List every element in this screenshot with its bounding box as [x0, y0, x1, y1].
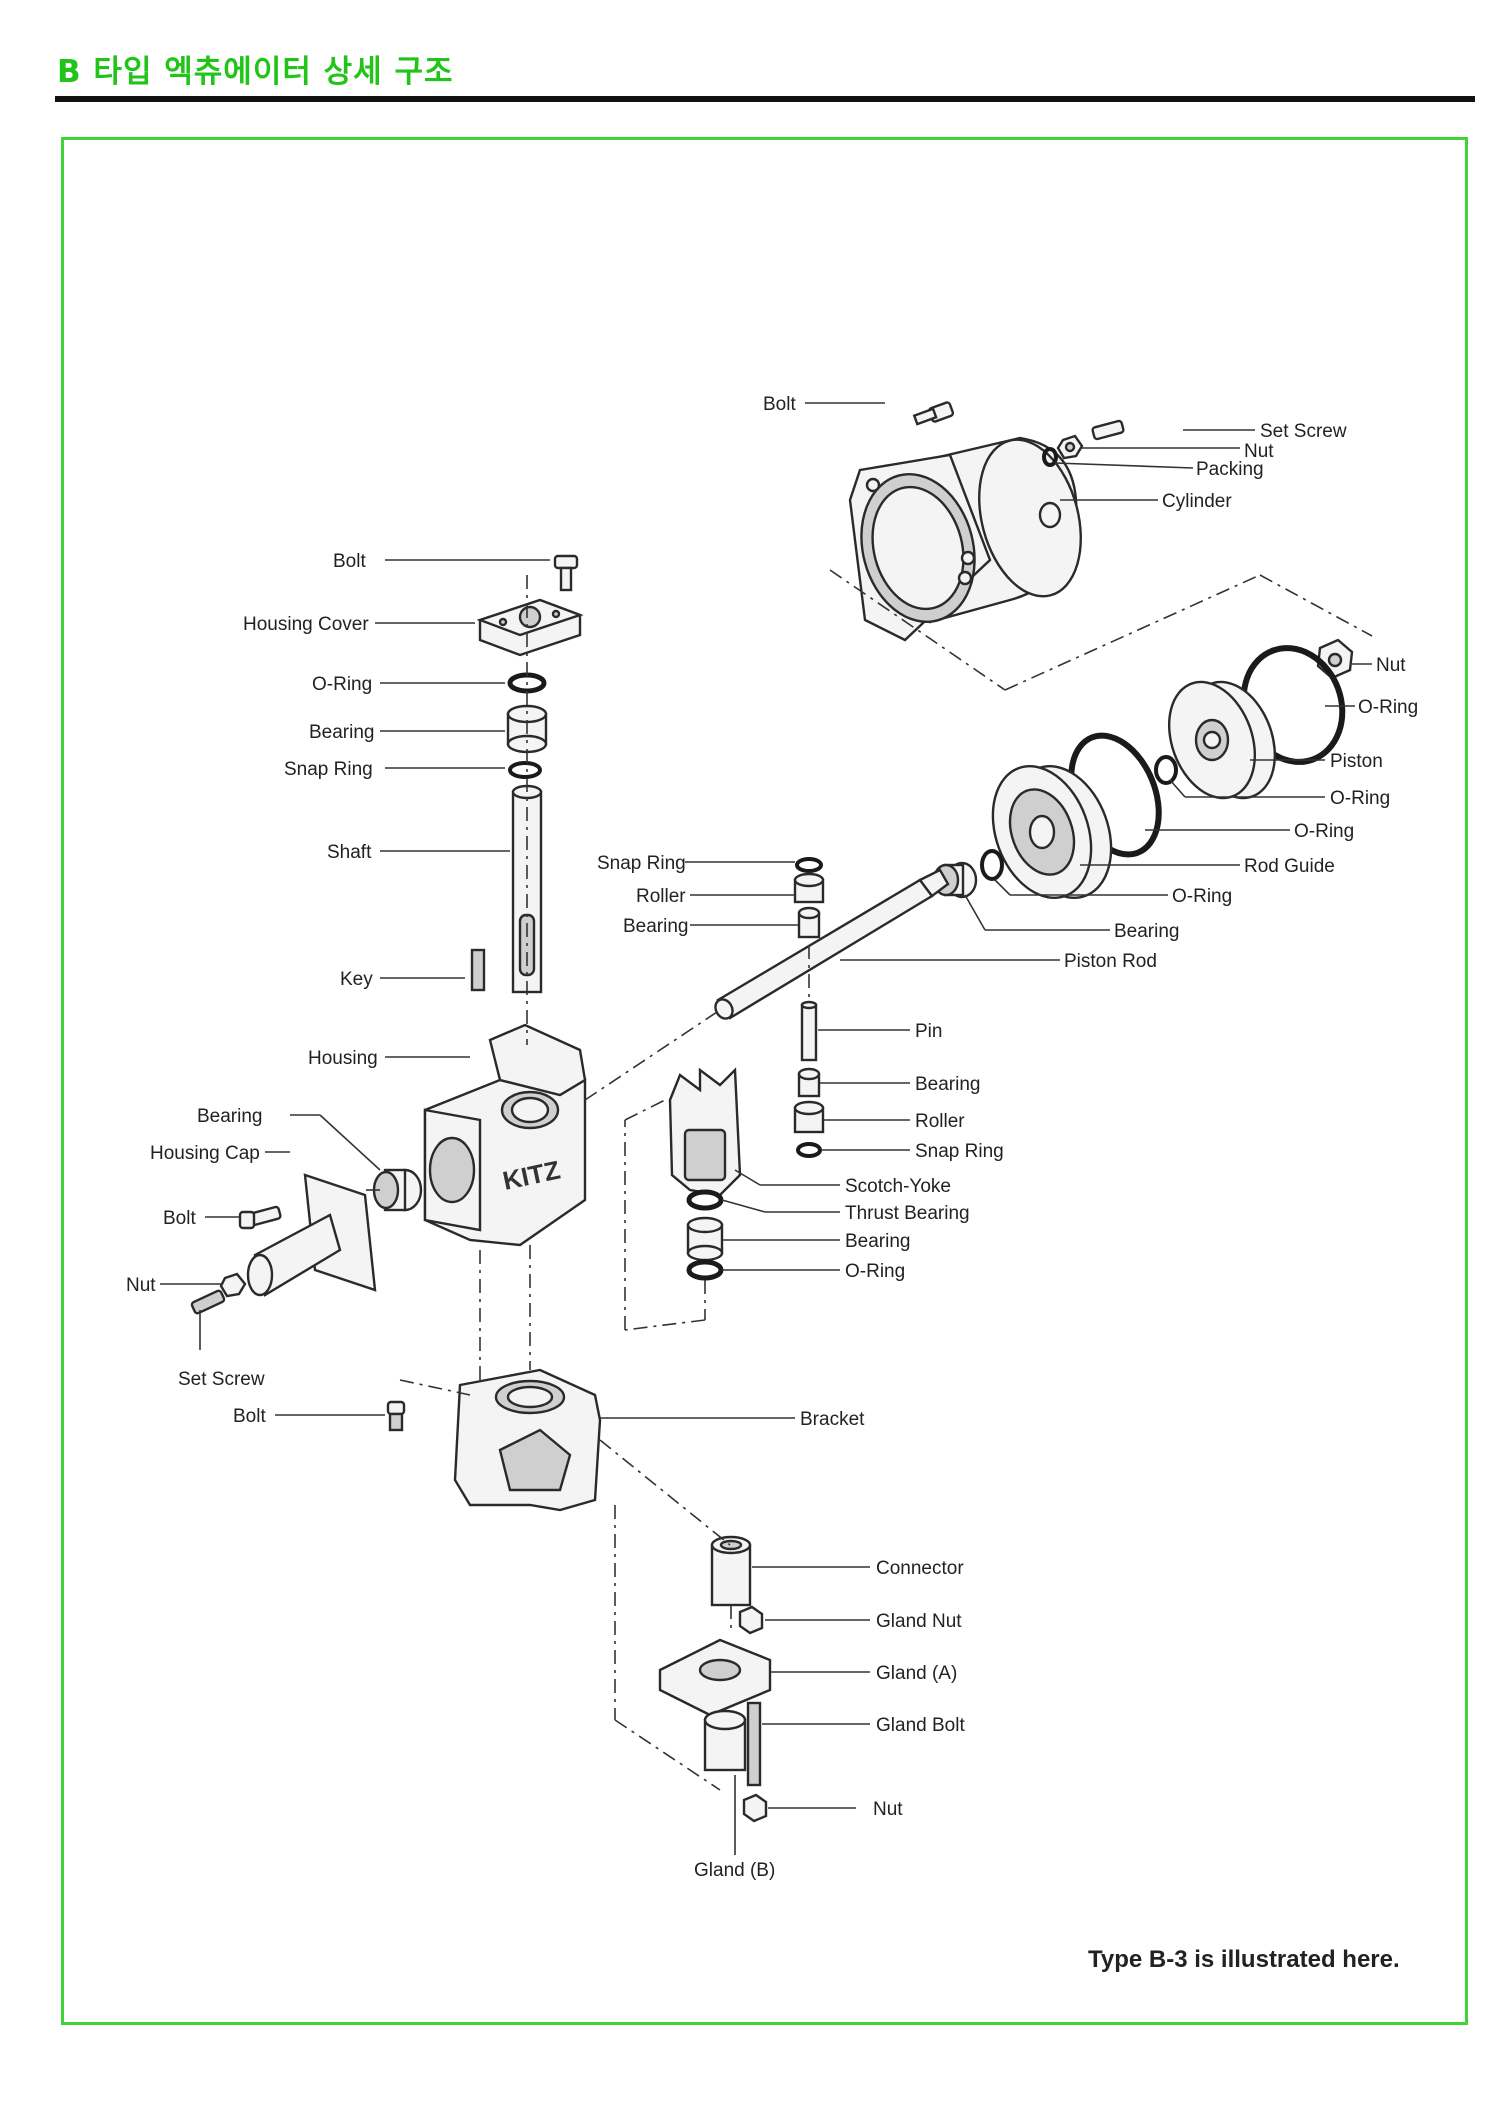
label-gland-nut: Gland Nut — [876, 1611, 962, 1632]
label-snap-ring-roller-top: Snap Ring — [597, 853, 686, 874]
label-shaft: Shaft — [327, 842, 372, 863]
label-housing: Housing — [308, 1048, 378, 1069]
label-snap-ring-bottom: Snap Ring — [915, 1141, 1004, 1162]
gland-a — [658, 1638, 772, 1717]
housing-part: KITZ — [423, 1023, 587, 1247]
piston — [1167, 680, 1277, 800]
housing-cap — [246, 1173, 377, 1297]
nut-gland — [742, 1793, 768, 1823]
pin — [800, 1000, 818, 1062]
snap-ring-shaft — [508, 761, 542, 779]
rod-guide — [991, 764, 1113, 900]
oring-piston-inner — [1154, 755, 1178, 785]
label-rod-guide: Rod Guide — [1244, 856, 1335, 877]
gland-nut — [738, 1605, 764, 1635]
figure-caption: Type B-3 is illustrated here. — [1088, 1946, 1400, 1973]
diagram-frame — [61, 137, 1468, 2025]
bolt-cover — [553, 554, 579, 592]
label-bolt-bracket: Bolt — [233, 1406, 266, 1427]
label-key: Key — [340, 969, 373, 990]
label-cyl-bolt: Bolt — [763, 394, 796, 415]
key — [470, 948, 486, 992]
gland-b — [703, 1709, 747, 1772]
label-bolt-cover: Bolt — [333, 551, 366, 572]
label-gland-b: Gland (B) — [694, 1860, 775, 1881]
part-labels: Bolt Set Screw Nut Packing Cylinder Nut … — [126, 394, 1418, 1881]
label-nut-gland: Nut — [873, 1799, 903, 1820]
label-roller-bottom: Roller — [915, 1111, 965, 1132]
bearing-cap — [372, 1168, 423, 1212]
label-piston-nut: Nut — [1376, 655, 1406, 676]
label-nut-cap: Nut — [126, 1275, 156, 1296]
label-packing: Packing — [1196, 459, 1264, 480]
thrust-bearing — [686, 1189, 724, 1211]
label-bearing-pin: Bearing — [915, 1074, 981, 1095]
cylinder-part — [848, 436, 1082, 642]
label-oring-yoke: O-Ring — [845, 1261, 905, 1282]
set-screw-cap — [190, 1289, 226, 1315]
label-nut-top: Nut — [1244, 441, 1274, 462]
snap-ring-roller-top — [795, 857, 823, 873]
bearing-pin — [797, 1067, 821, 1098]
label-bracket: Bracket — [800, 1409, 865, 1430]
bracket-part — [453, 1368, 602, 1512]
label-connector: Connector — [876, 1558, 964, 1579]
leader-lines — [160, 402, 1372, 1855]
label-roller-top: Roller — [636, 886, 686, 907]
alignment-lines — [360, 569, 1373, 1791]
label-oring-rodguide-inner: O-Ring — [1172, 886, 1232, 907]
label-oring-cover: O-Ring — [312, 674, 372, 695]
bolt-cap — [238, 1205, 282, 1230]
page-title: B 타입 엑츄에이터 상세 구조 — [57, 54, 454, 90]
label-housing-cover: Housing Cover — [243, 614, 369, 635]
roller-bottom — [793, 1100, 825, 1134]
roller-top — [793, 872, 825, 904]
label-piston: Piston — [1330, 751, 1383, 772]
title-rule — [55, 96, 1475, 102]
label-oring-rodguide-outer: O-Ring — [1294, 821, 1354, 842]
label-snap-ring-shaft: Snap Ring — [284, 759, 373, 780]
nut-top — [1056, 434, 1084, 460]
housing-cover — [476, 598, 584, 657]
label-bearing-cover: Bearing — [309, 722, 375, 743]
bearing-yoke — [686, 1216, 724, 1262]
snap-ring-bottom — [796, 1142, 822, 1158]
piston-nut — [1316, 638, 1354, 680]
packing — [1042, 447, 1058, 467]
label-set-screw-top: Set Screw — [1260, 421, 1347, 442]
label-bearing-cap: Bearing — [197, 1106, 263, 1127]
label-gland-a: Gland (A) — [876, 1663, 957, 1684]
label-cylinder: Cylinder — [1162, 491, 1232, 512]
label-bearing-roller-top: Bearing — [623, 916, 689, 937]
label-oring-piston-inner: O-Ring — [1330, 788, 1390, 809]
label-piston-rod: Piston Rod — [1064, 951, 1157, 972]
label-bolt-cap: Bolt — [163, 1208, 196, 1229]
scotch-yoke — [668, 1067, 742, 1197]
piston-rod — [714, 868, 950, 1020]
oring-rodguide-inner — [980, 849, 1004, 881]
label-scotch-yoke: Scotch-Yoke — [845, 1176, 951, 1197]
gland-bolt — [746, 1701, 762, 1787]
label-thrust-bearing: Thrust Bearing — [845, 1203, 970, 1224]
nut-cap — [219, 1272, 247, 1298]
label-pin: Pin — [915, 1021, 942, 1042]
cylinder-bolt — [912, 401, 955, 426]
label-oring-piston-outer: O-Ring — [1358, 697, 1418, 718]
bolt-bracket — [386, 1400, 406, 1432]
label-set-screw-cap: Set Screw — [178, 1369, 265, 1390]
connector — [710, 1535, 752, 1607]
label-bearing-yoke: Bearing — [845, 1231, 911, 1252]
bearing-roller-top — [797, 906, 821, 939]
label-bearing-rod: Bearing — [1114, 921, 1180, 942]
oring-yoke — [686, 1259, 724, 1281]
label-gland-bolt: Gland Bolt — [876, 1715, 965, 1736]
label-housing-cap: Housing Cap — [150, 1143, 260, 1164]
set-screw-top — [1091, 419, 1125, 441]
